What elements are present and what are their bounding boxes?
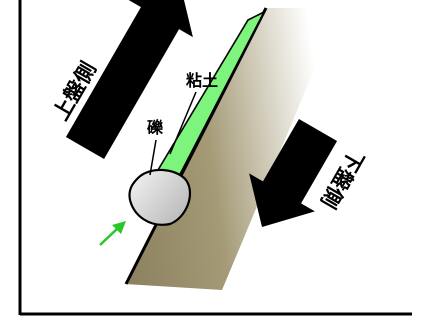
gravel-label: 礫	[147, 118, 164, 137]
arrow-up-right-icon	[65, 0, 193, 159]
indicator-arrow-icon	[99, 221, 126, 246]
clay-leader-line	[169, 91, 197, 155]
clay-label: 粘土	[186, 71, 218, 90]
arrow-down-left-icon	[249, 119, 338, 227]
gravel-leader-line	[149, 139, 157, 176]
gravel	[128, 168, 192, 226]
